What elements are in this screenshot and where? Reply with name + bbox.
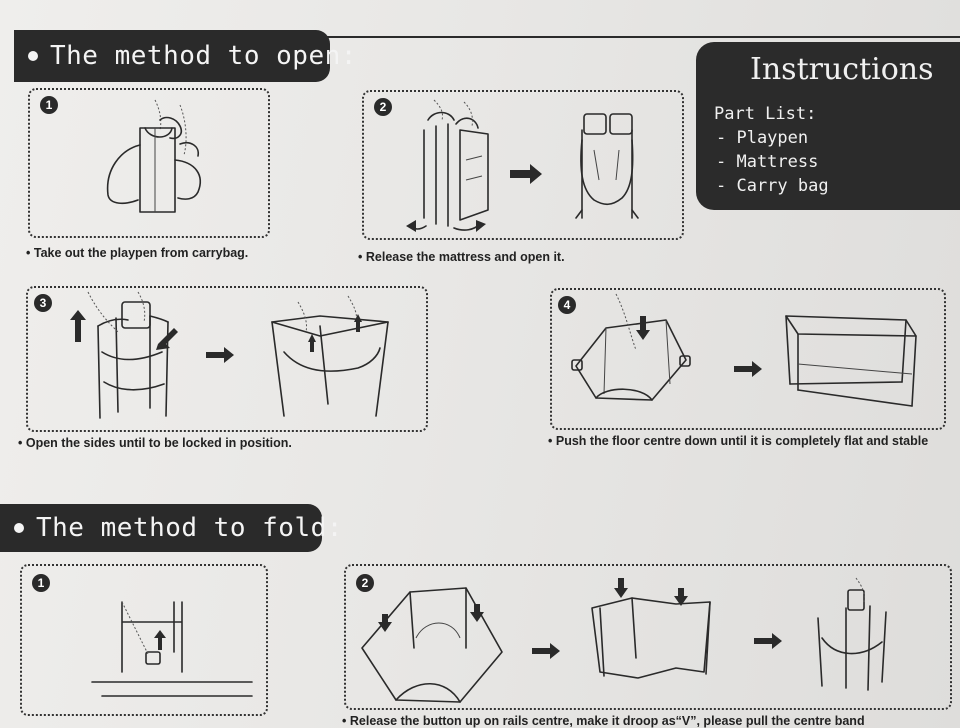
part-item: - Playpen <box>716 128 809 148</box>
carrybag-illustration <box>106 99 201 213</box>
bullet: • <box>26 246 31 260</box>
caption-text: Take out the playpen from carrybag. <box>33 246 249 260</box>
open-step-1-panel: 1 <box>28 88 270 238</box>
step-number-badge: 2 <box>374 98 392 116</box>
instructions-title: Instructions <box>750 52 934 87</box>
header-rule <box>320 36 960 38</box>
bullet-dot <box>14 523 24 533</box>
bullet-dot <box>28 51 38 61</box>
fold-step-1-panel: 1 <box>20 564 268 716</box>
step-number-badge: 1 <box>32 574 50 592</box>
open-step-4-caption: • Push the floor centre down until it is… <box>548 434 928 448</box>
caption-text: Push the floor centre down until it is c… <box>555 434 929 448</box>
open-step-3-caption: • Open the sides until to be locked in p… <box>18 436 292 450</box>
push-floor-illustration <box>571 293 917 407</box>
fold-section-header: The method to fold: <box>0 504 342 552</box>
step-number-badge: 4 <box>558 296 576 314</box>
open-step-2-caption: • Release the mattress and open it. <box>358 250 565 264</box>
part-item: - Carry bag <box>716 176 829 196</box>
fold-rails-illustration <box>361 577 887 703</box>
bullet: • <box>18 436 23 450</box>
caption-text: Release the button up on rails centre, m… <box>349 714 865 728</box>
open-step-1-caption: • Take out the playpen from carrybag. <box>26 246 248 260</box>
release-mattress-illustration <box>406 99 639 232</box>
fold-step-2-panel: 2 <box>344 564 952 710</box>
caption-text: Open the sides until to be locked in pos… <box>25 436 292 450</box>
bullet: • <box>358 250 363 264</box>
fold-step-2-caption: • Release the button up on rails centre,… <box>342 714 865 728</box>
part-item: - Mattress <box>716 152 819 172</box>
part-list: Part List: - Playpen - Mattress - Carry … <box>714 102 829 198</box>
open-step-4-panel: 4 <box>550 288 946 430</box>
caption-text: Release the mattress and open it. <box>365 250 565 264</box>
open-sides-illustration <box>70 291 389 419</box>
bullet: • <box>548 434 553 448</box>
step-number-badge: 2 <box>356 574 374 592</box>
part-list-label: Part List: <box>714 104 817 124</box>
step-number-badge: 1 <box>40 96 58 114</box>
open-section-header: The method to open: <box>14 30 356 82</box>
release-button-illustration <box>91 601 253 697</box>
instructions-box: Instructions Part List: - Playpen - Matt… <box>696 42 960 210</box>
step-number-badge: 3 <box>34 294 52 312</box>
open-step-2-panel: 2 <box>362 90 684 240</box>
bullet: • <box>342 714 347 728</box>
open-step-3-panel: 3 <box>26 286 428 432</box>
fold-section-title: The method to fold: <box>36 513 343 543</box>
open-section-title: The method to open: <box>50 41 357 71</box>
